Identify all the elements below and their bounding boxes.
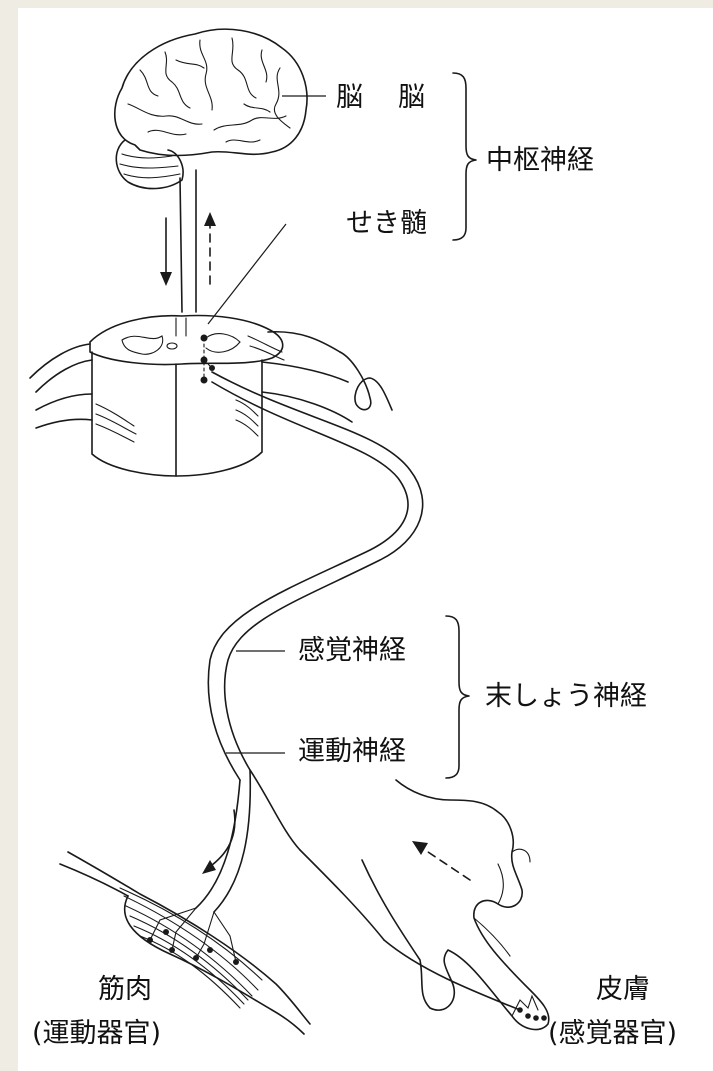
- peripheral-nervous-label: 末しょう神経: [485, 681, 647, 712]
- brain-label: 脳: [398, 82, 425, 113]
- central-brace: [452, 72, 477, 241]
- spinal-cord-section: [29, 314, 393, 477]
- spinal-cord-leader-line: [207, 223, 287, 325]
- sensory-nerve-label: 感覚神経: [298, 635, 406, 666]
- peripheral-brace: [445, 615, 470, 779]
- motor-nerve-label: 運動神経: [298, 736, 406, 767]
- hand-illustration: [361, 779, 550, 1031]
- brain-illustration: [114, 28, 308, 313]
- motor-direction-arrow: [202, 809, 236, 874]
- sensory-direction-arrow: [412, 841, 471, 881]
- peripheral-nerve-trunk: [195, 371, 424, 941]
- skin-label: 皮膚: [596, 974, 650, 1005]
- skin-sub-label: (感覚器官): [548, 1018, 678, 1049]
- muscle-illustration: [59, 851, 311, 1035]
- muscle-sub-label: (運動器官): [32, 1018, 162, 1049]
- muscle-label: 筋肉: [98, 974, 152, 1005]
- spinal-cord-label: せき髄: [346, 208, 427, 239]
- motor-signal-arrow: [160, 217, 172, 286]
- brain-inner-label: 脳: [336, 82, 363, 113]
- central-nervous-label: 中枢神経: [486, 145, 594, 176]
- sensory-signal-arrow: [204, 212, 216, 285]
